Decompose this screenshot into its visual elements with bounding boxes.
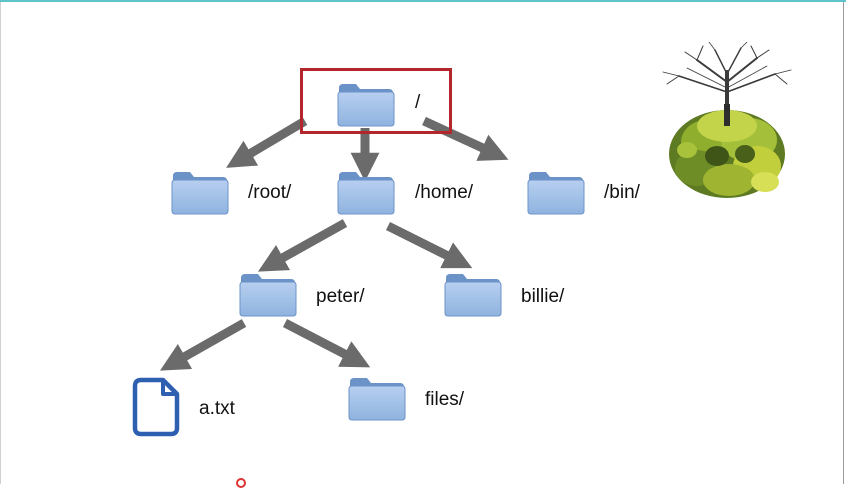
edge-arrow-peter-to-a-txt: [159, 319, 247, 371]
edge-arrow-root-dir-to-root-home: [226, 117, 308, 168]
node-label-home: /home/: [415, 182, 474, 203]
edge-arrow-home-to-peter: [257, 219, 348, 272]
node-label-root-home: /root/: [248, 182, 292, 203]
node-label-a-txt: a.txt: [199, 398, 235, 419]
edge-arrow-peter-to-files: [282, 319, 371, 368]
folder-icon-bin[interactable]: [526, 168, 586, 216]
folder-icon-peter[interactable]: [238, 270, 298, 318]
right-border: [843, 2, 844, 484]
folder-icon-home[interactable]: [336, 168, 396, 216]
node-label-bin: /bin/: [604, 182, 640, 203]
file-icon[interactable]: [131, 376, 181, 438]
node-label-billie: billie/: [521, 286, 565, 307]
left-border: [0, 2, 1, 484]
top-accent-rule: [0, 0, 846, 2]
root-highlight-box: [300, 68, 452, 134]
folder-icon-billie[interactable]: [443, 270, 503, 318]
node-label-files: files/: [425, 389, 465, 410]
edge-arrow-root-dir-to-bin: [422, 116, 509, 161]
folder-icon-root[interactable]: [336, 80, 396, 128]
folder-icon-root-home[interactable]: [170, 168, 230, 216]
edge-arrow-home-to-billie: [385, 221, 473, 269]
folder-icon-files[interactable]: [347, 374, 407, 422]
node-label-peter: peter/: [316, 286, 365, 307]
node-label-root: /: [415, 92, 421, 113]
tree-illustration-icon: [662, 42, 792, 198]
pointer-mark: [236, 478, 246, 488]
